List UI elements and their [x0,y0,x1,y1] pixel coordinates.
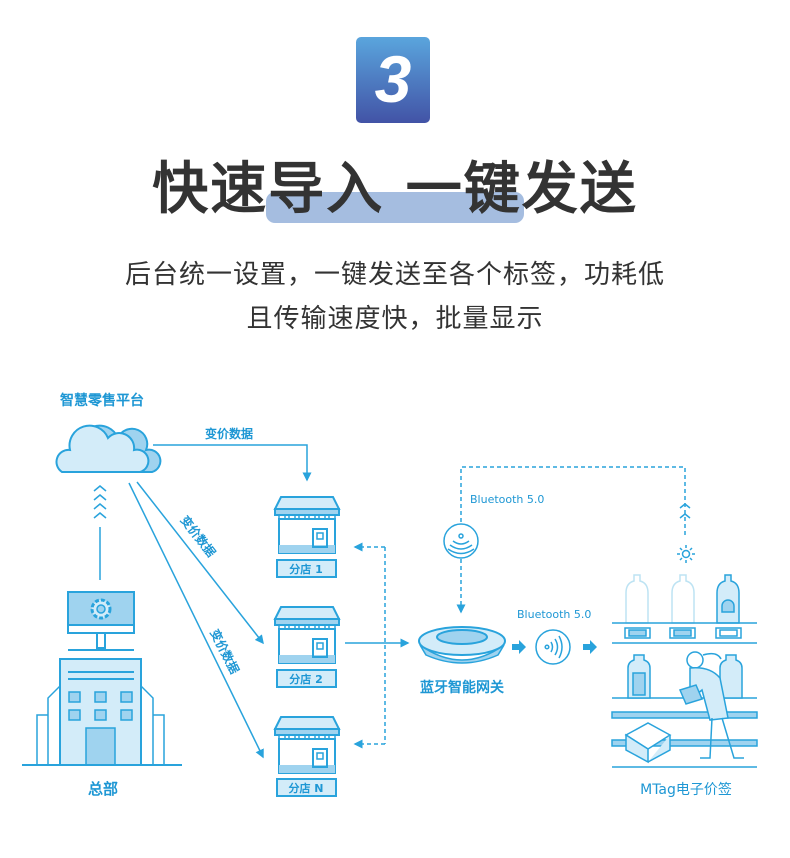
store-icon [274,496,340,554]
title-highlight [266,192,524,223]
hq-label: 总部 [88,780,118,798]
step-number: 3 [374,42,412,116]
edge-cloud-store2 [136,481,264,645]
tag-label: MTag电子价签 [640,781,732,798]
subtitle-line-2: 且传输速度快，批量显示 [246,304,544,334]
store-n: 分店 N [274,716,340,797]
edge-cloud-store1 [153,444,312,482]
gateway-icon [418,626,506,664]
nfc-signal-icon [535,629,571,665]
store-2: 分店 2 [274,606,340,688]
edge-cloud-storeN [128,482,264,759]
cloud-icon [55,424,162,473]
headquarters-building-icon [22,658,182,766]
step-badge: 3 [356,37,430,123]
store-1: 分店 1 [274,496,340,578]
store-icon [274,606,340,664]
uplink-chevrons-icon [679,503,691,519]
upload-chevrons-icon [93,485,107,580]
bluetooth-dashed-loop [456,466,686,614]
store-icon [274,716,340,774]
edge-label-3: 变价数据 [207,627,242,677]
monitor-gear-icon [67,591,135,651]
store-label: 分店 2 [289,672,322,686]
platform-label: 智慧零售平台 [59,392,144,409]
bluetooth-label-top: Bluetooth 5.0 [470,493,544,506]
store-label: 分店 1 [289,562,322,576]
light-sun-icon [677,545,695,563]
arrow-right-icon [583,640,597,654]
bluetooth-label-mid: Bluetooth 5.0 [517,608,591,621]
page-title: 快速导入 一键发送 [152,157,638,222]
return-dashed-edges [353,542,386,749]
store-label: 分店 N [288,781,323,795]
shelf-price-tags-illustration [611,574,758,768]
gateway-label: 蓝牙智能网关 [420,679,504,696]
arrow-right-icon [512,640,526,654]
edge-label-1: 变价数据 [205,426,253,441]
edge-label-2: 变价数据 [178,513,219,560]
subtitle-line-1: 后台统一设置，一键发送至各个标签，功耗低 [124,260,665,290]
wireless-signal-icon [443,523,479,559]
